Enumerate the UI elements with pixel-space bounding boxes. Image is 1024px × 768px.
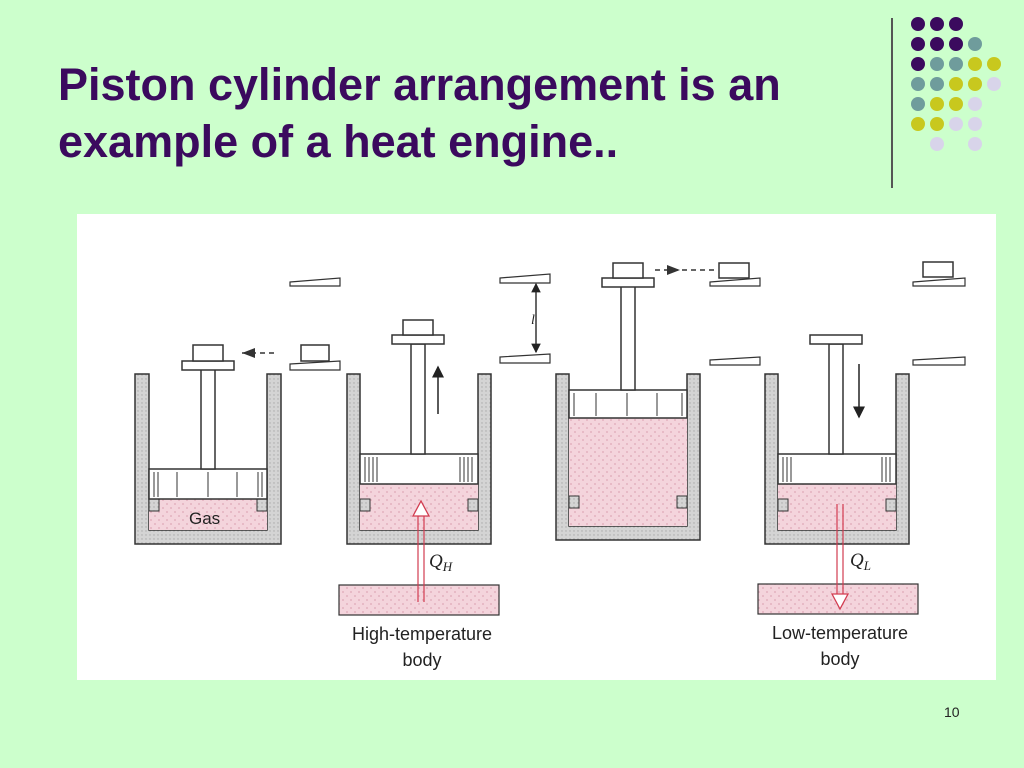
cylinder-stage-1: Gas	[134, 344, 282, 545]
page-number: 10	[944, 704, 960, 720]
decorative-dot-grid	[911, 17, 1001, 151]
cylinder-stage-3	[555, 262, 761, 541]
title-divider	[891, 18, 893, 188]
decorative-dot	[949, 117, 963, 131]
decorative-dot	[911, 77, 925, 91]
low-body-label-line1: Low-temperature	[772, 623, 908, 643]
decorative-dot	[930, 37, 944, 51]
cylinder-stage-4	[764, 261, 966, 545]
decorative-dot	[930, 17, 944, 31]
slide-title: Piston cylinder arrangement is an exampl…	[58, 59, 781, 167]
decorative-dot	[911, 17, 925, 31]
decorative-dot	[968, 97, 982, 111]
stroke-label: l	[531, 313, 535, 328]
decorative-dot	[911, 117, 925, 131]
low-body-label-line2: body	[820, 649, 859, 669]
decorative-dot	[949, 57, 963, 71]
high-body-label-line2: body	[402, 650, 441, 670]
decorative-dot	[911, 57, 925, 71]
decorative-dot	[949, 77, 963, 91]
decorative-dot	[930, 57, 944, 71]
weight-shelf-1	[242, 277, 341, 371]
decorative-dot	[987, 57, 1001, 71]
decorative-dot	[930, 117, 944, 131]
stroke-length-indicator: l	[499, 273, 551, 364]
decorative-dot	[949, 17, 963, 31]
decorative-dot	[968, 57, 982, 71]
decorative-dot	[930, 77, 944, 91]
low-temperature-body: QL Low-temperature body	[757, 504, 919, 669]
cylinder-stage-2	[346, 319, 492, 545]
q-high-label: QH	[429, 551, 453, 574]
q-low-label: QL	[850, 550, 871, 573]
decorative-dot	[987, 77, 1001, 91]
decorative-dot	[911, 37, 925, 51]
decorative-dot	[968, 117, 982, 131]
decorative-dot	[949, 97, 963, 111]
gas-label: Gas	[189, 509, 220, 528]
decorative-dot	[949, 37, 963, 51]
decorative-dot	[968, 137, 982, 151]
decorative-dot	[930, 97, 944, 111]
heat-engine-figure: Gas l	[77, 214, 996, 680]
decorative-dot	[930, 137, 944, 151]
decorative-dot	[968, 37, 982, 51]
high-body-label-line1: High-temperature	[352, 624, 492, 644]
decorative-dot	[911, 97, 925, 111]
high-temperature-body: QH High-temperature body	[338, 499, 500, 670]
decorative-dot	[968, 77, 982, 91]
